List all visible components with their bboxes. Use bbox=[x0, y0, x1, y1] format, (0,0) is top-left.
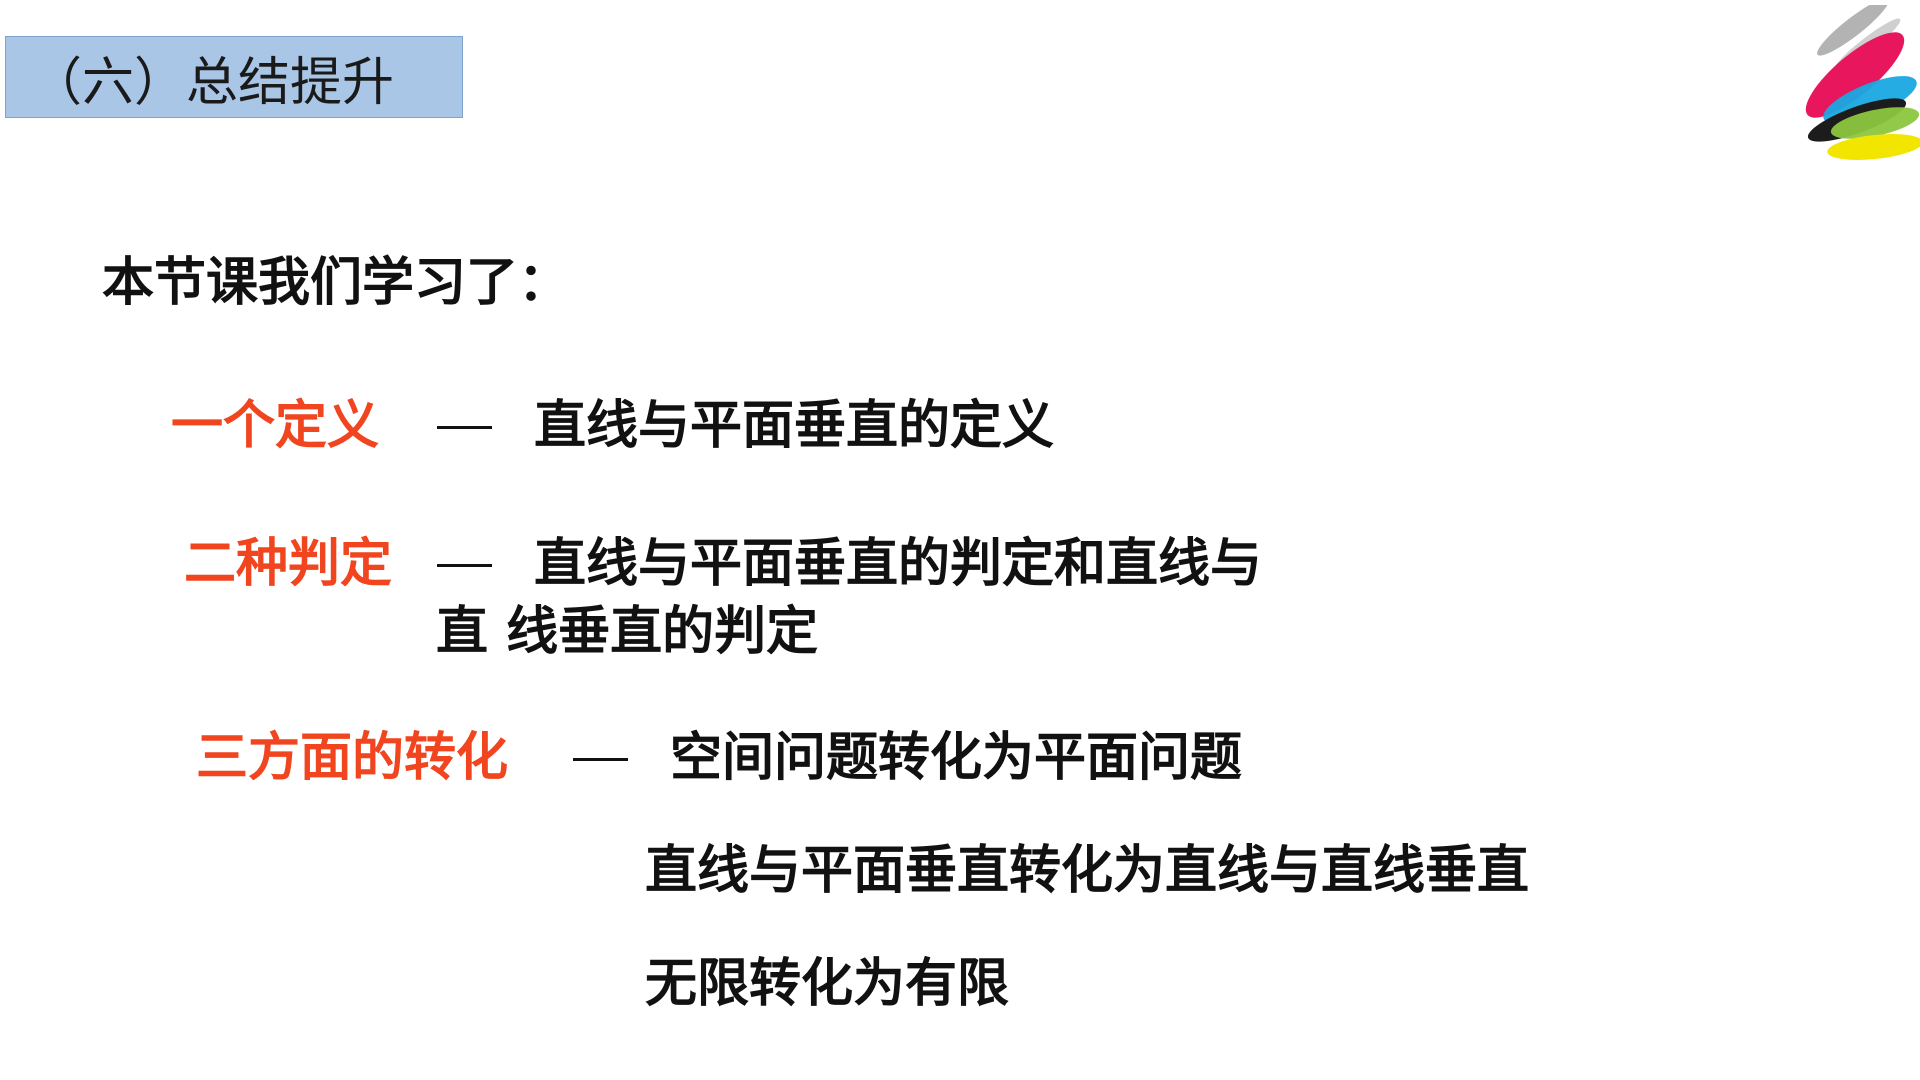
item-3-dash bbox=[573, 758, 628, 761]
item-3-desc-line-3: 无限转化为有限 bbox=[645, 954, 1010, 1014]
item-1-dash bbox=[437, 426, 492, 429]
item-3-desc-line-1: 空间问题转化为平面问题 bbox=[670, 728, 1243, 788]
item-3-label: 三方面的转化 bbox=[196, 728, 509, 788]
logo-stroke-green bbox=[1830, 107, 1920, 139]
logo-stroke-gray bbox=[1817, 5, 1889, 56]
item-2-dash bbox=[437, 564, 492, 567]
item-2-label: 二种判定 bbox=[184, 534, 393, 594]
item-2-desc-line-1: 直线与平面垂直的判定和直线与 bbox=[534, 534, 1263, 594]
item-3-desc-line-2: 直线与平面垂直转化为直线与直线垂直 bbox=[645, 841, 1530, 901]
intro-text: 本节课我们学习了： bbox=[102, 253, 571, 313]
logo-stroke-yellow bbox=[1827, 134, 1920, 160]
item-1-desc-line-1: 直线与平面垂直的定义 bbox=[534, 396, 1055, 456]
section-title: （六）总结提升 bbox=[30, 52, 395, 113]
logo-stroke-magenta bbox=[1805, 32, 1905, 118]
brand-logo-icon bbox=[1805, 5, 1920, 160]
item-1-label: 一个定义 bbox=[171, 396, 380, 456]
item-2-desc-line-2: 直 线垂直的判定 bbox=[436, 602, 819, 662]
section-title-box: （六）总结提升 bbox=[5, 36, 463, 118]
